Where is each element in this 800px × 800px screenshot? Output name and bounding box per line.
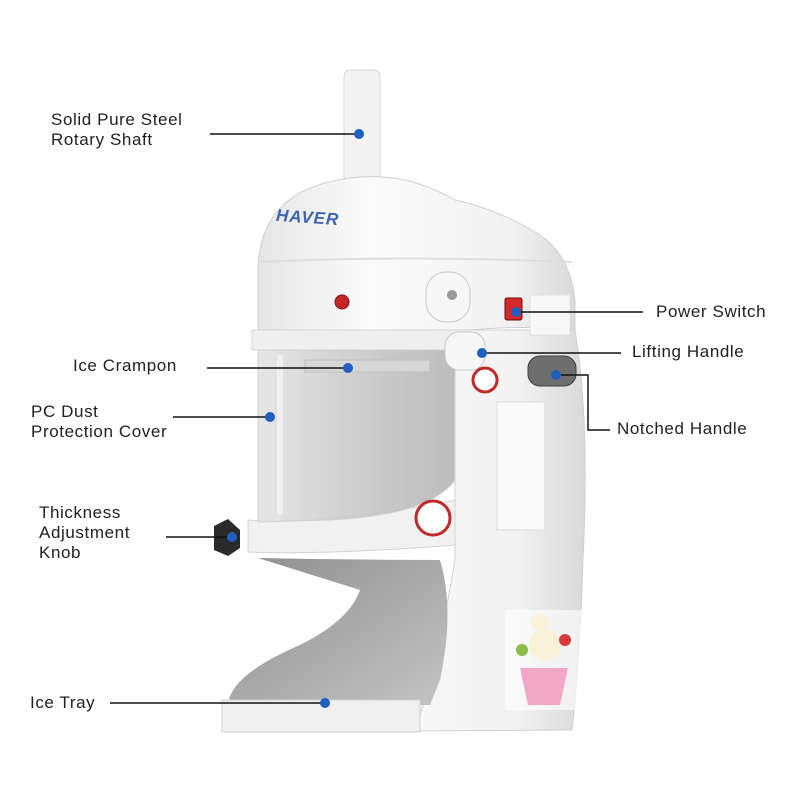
label-thickness-knob: Thickness Adjustment Knob — [39, 503, 131, 562]
ice-crampon — [304, 359, 431, 373]
label-rotary-shaft: Solid Pure Steel Rotary Shaft — [51, 110, 183, 149]
label-ice-tray: Ice Tray — [30, 693, 96, 712]
indicator-light — [334, 294, 350, 310]
label-notched-handle: Notched Handle — [617, 419, 748, 438]
ice-cream-sticker — [505, 610, 583, 710]
marker-dot-crampon — [343, 363, 353, 373]
instruction-sheet — [496, 401, 546, 531]
marker-dot-shaft — [354, 129, 364, 139]
leader-lines — [110, 133, 643, 704]
rotary-shaft — [343, 69, 381, 183]
marker-dot-notched — [551, 370, 561, 380]
label-power-switch: Power Switch — [656, 302, 767, 321]
dust-protection-cover — [257, 349, 456, 523]
machine-head — [257, 176, 576, 331]
ice-tray-cavity — [228, 558, 448, 705]
label-dust-cover: PC Dust Protection Cover — [31, 402, 168, 441]
label-ice-crampon: Ice Crampon — [73, 356, 177, 375]
leader-line-notched — [556, 374, 610, 431]
warning-sticker-large — [414, 499, 452, 537]
marker-dot-tray — [320, 698, 330, 708]
marker-dot-knob — [227, 532, 237, 542]
marker-dot-lifting — [477, 348, 487, 358]
ice-tray — [221, 699, 421, 733]
machine-body — [214, 69, 586, 733]
marker-dots — [227, 129, 561, 708]
marker-dot-switch — [511, 307, 521, 317]
label-lifting-handle: Lifting Handle — [632, 342, 745, 361]
warning-sticker — [471, 366, 499, 394]
notched-handle — [527, 355, 577, 387]
info-plate — [529, 294, 571, 336]
marker-dot-cover — [265, 412, 275, 422]
